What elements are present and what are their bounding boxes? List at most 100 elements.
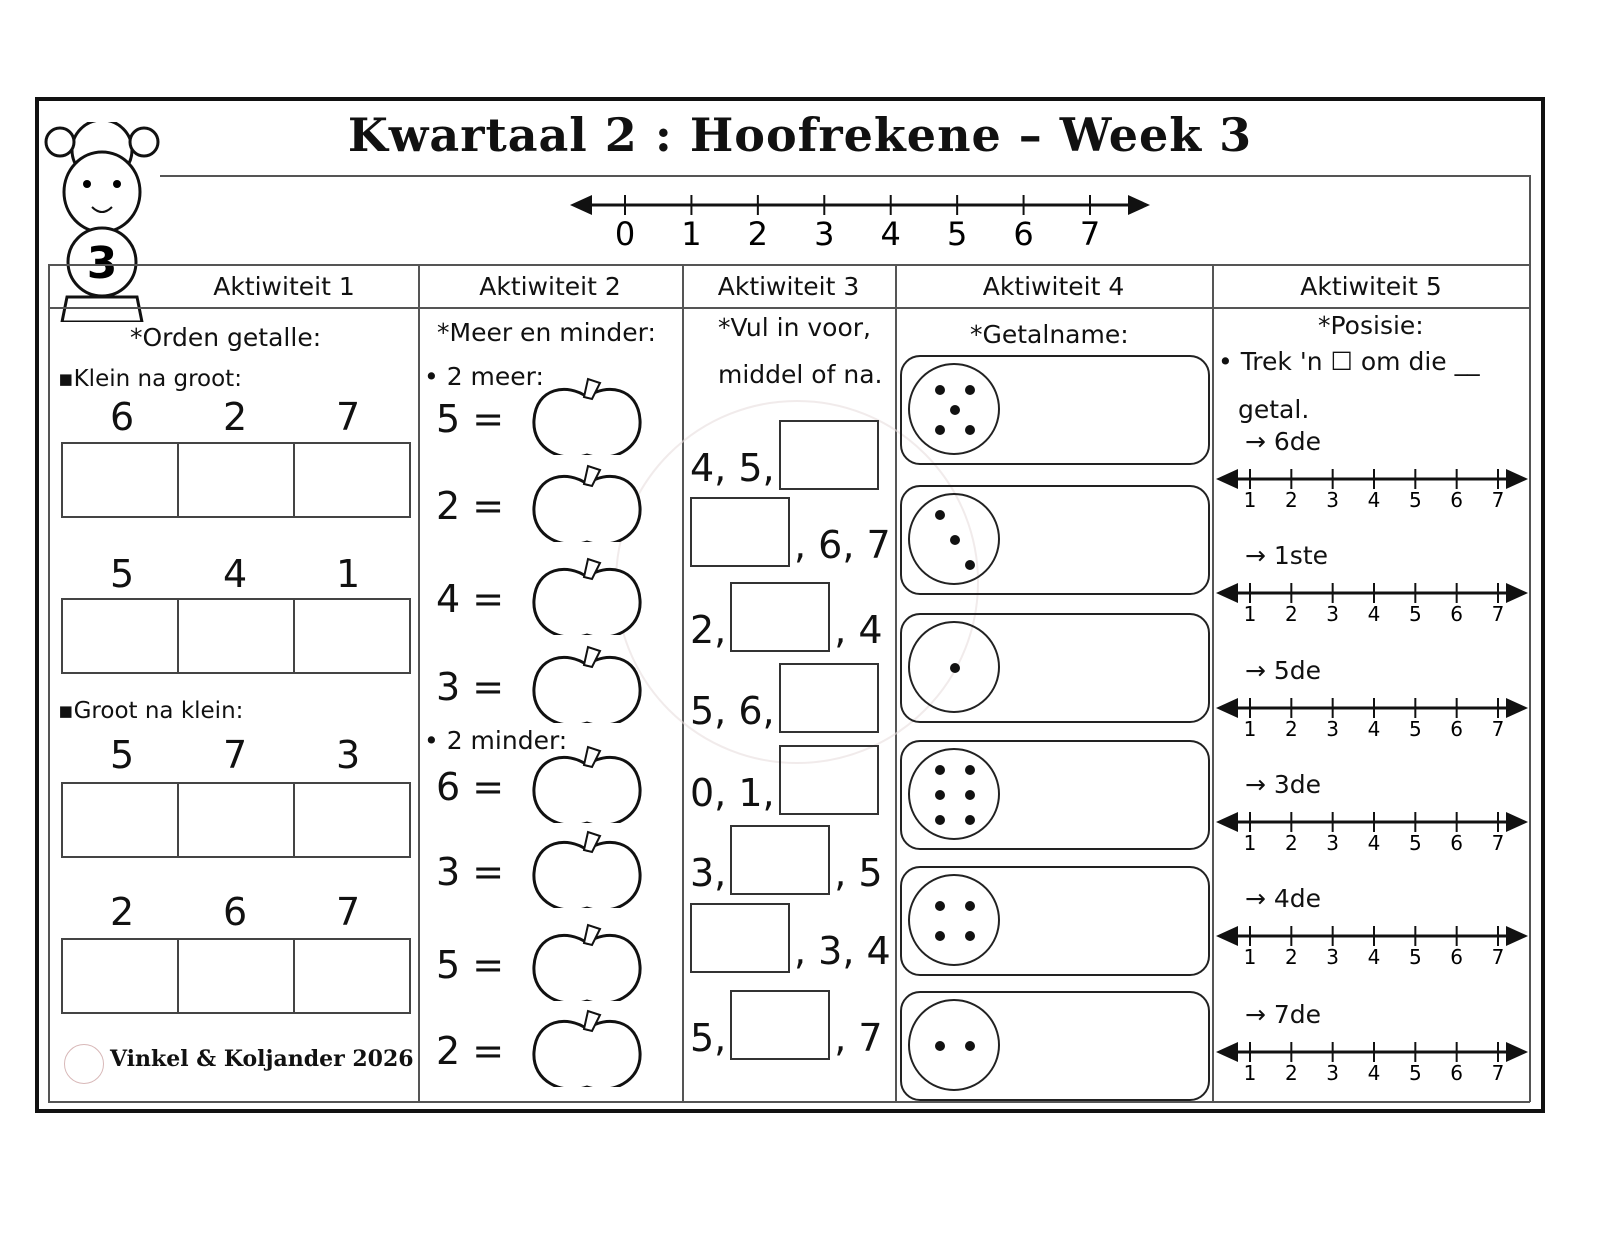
- apple-answer-icon[interactable]: [528, 375, 646, 455]
- activity1-section1: ▪Klein na groot:: [58, 366, 242, 392]
- equation-label: 3 =: [436, 850, 505, 894]
- dot-icon: [935, 425, 945, 435]
- apple-answer-icon[interactable]: [528, 1007, 646, 1087]
- tick-label: 2: [1285, 488, 1298, 512]
- dot-icon: [965, 560, 975, 570]
- tick-label: 5: [1409, 602, 1422, 626]
- divider: [1212, 264, 1214, 1102]
- answer-boxes[interactable]: [61, 938, 411, 1014]
- tick-label: 3: [1326, 488, 1339, 512]
- label: 2 meer:: [446, 362, 544, 391]
- arrow-right-icon: [1506, 469, 1528, 489]
- answer-box[interactable]: [63, 444, 179, 516]
- activity3-heading-1: *Vul in voor,: [718, 313, 871, 342]
- arrow-right-icon: [1506, 583, 1528, 603]
- sequence-answer-box[interactable]: [778, 420, 879, 490]
- dot-icon: [965, 901, 975, 911]
- dot-card[interactable]: [900, 485, 1210, 595]
- answer-box[interactable]: [295, 940, 409, 1012]
- answer-box[interactable]: [63, 784, 179, 856]
- tick-label: 6: [1013, 215, 1033, 253]
- dot-icon: [965, 765, 975, 775]
- tick-label: 7: [1492, 602, 1505, 626]
- answer-box[interactable]: [179, 600, 295, 672]
- sequence-before: 5,: [690, 1016, 727, 1060]
- answer-box[interactable]: [295, 600, 409, 672]
- dot-icon: [965, 931, 975, 941]
- answer-box[interactable]: [179, 940, 295, 1012]
- answer-boxes[interactable]: [61, 598, 411, 674]
- tick-label: 1: [1244, 717, 1257, 741]
- tick-label: 2: [748, 215, 768, 253]
- worksheet-frame: [35, 97, 1545, 1113]
- answer-boxes[interactable]: [61, 782, 411, 858]
- dot-card[interactable]: [900, 991, 1210, 1101]
- tick-label: 2: [1285, 945, 1298, 969]
- answer-box[interactable]: [63, 940, 179, 1012]
- divider: [48, 264, 1530, 266]
- dot-card[interactable]: [900, 740, 1210, 850]
- arrow-left-icon: [1216, 1042, 1238, 1062]
- answer-box[interactable]: [295, 784, 409, 856]
- sequence-answer-box[interactable]: [690, 497, 790, 567]
- tick-label: 1: [1244, 945, 1257, 969]
- apple-answer-icon[interactable]: [528, 462, 646, 542]
- number-to-order: 2: [110, 890, 135, 934]
- tick-label: 4: [1368, 488, 1381, 512]
- apple-answer-icon[interactable]: [528, 743, 646, 823]
- answer-box[interactable]: [179, 444, 295, 516]
- divider: [48, 264, 50, 1102]
- sequence-answer-box[interactable]: [778, 745, 879, 815]
- tick-label: 1: [681, 215, 701, 253]
- tick-label: 2: [1285, 717, 1298, 741]
- dot-card[interactable]: [900, 613, 1210, 723]
- arrow-right-icon: [1506, 926, 1528, 946]
- dot-card[interactable]: [900, 355, 1210, 465]
- apple-answer-icon[interactable]: [528, 555, 646, 635]
- sequence-answer-box[interactable]: [730, 825, 831, 895]
- ordinal-label: → 6de: [1245, 427, 1322, 456]
- dot-icon: [935, 1041, 945, 1051]
- label: 2 minder:: [446, 726, 568, 755]
- sequence-answer-box[interactable]: [690, 903, 790, 973]
- number-to-order: 1: [336, 552, 361, 596]
- apple-answer-icon[interactable]: [528, 921, 646, 1001]
- dot-icon: [950, 535, 960, 545]
- answer-box[interactable]: [63, 600, 179, 672]
- tick-label: 7: [1080, 215, 1100, 253]
- tick-label: 4: [1368, 831, 1381, 855]
- apple-answer-icon[interactable]: [528, 828, 646, 908]
- answer-box[interactable]: [295, 444, 409, 516]
- activity3-heading-2: middel of na.: [718, 360, 883, 389]
- tick-label: 6: [1450, 945, 1463, 969]
- footer-credit: Vinkel & Koljander 2026: [110, 1046, 414, 1072]
- sequence-answer-box[interactable]: [730, 582, 831, 652]
- tick-label: 7: [1492, 1061, 1505, 1085]
- answer-boxes[interactable]: [61, 442, 411, 518]
- dot-card[interactable]: [900, 866, 1210, 976]
- equation-label: 6 =: [436, 765, 505, 809]
- tick-label: 5: [1409, 488, 1422, 512]
- sequence-row: , 6, 7: [690, 497, 891, 567]
- more-label: • 2 meer:: [424, 362, 544, 391]
- dot-icon: [935, 510, 945, 520]
- tick-label: 4: [1368, 1061, 1381, 1085]
- arrow-right-icon: [1128, 195, 1150, 215]
- apple-answer-icon[interactable]: [528, 643, 646, 723]
- header-activity-4: Aktiwiteit 4: [982, 272, 1125, 301]
- divider: [48, 307, 1530, 309]
- sequence-row: 4, 5,: [690, 420, 879, 490]
- sequence-answer-box[interactable]: [778, 663, 879, 733]
- activity2-heading: *Meer en minder:: [437, 318, 656, 347]
- answer-box[interactable]: [179, 784, 295, 856]
- tick-label: 2: [1285, 831, 1298, 855]
- tick-label: 5: [1409, 945, 1422, 969]
- sequence-answer-box[interactable]: [730, 990, 831, 1060]
